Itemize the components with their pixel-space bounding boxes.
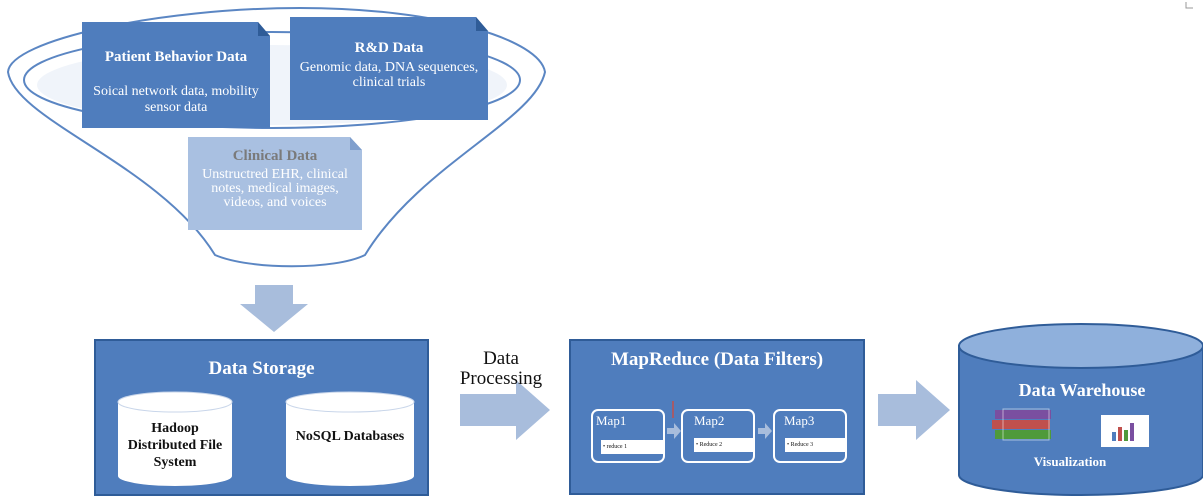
- nosql-cylinder: [285, 391, 415, 486]
- visualization-caption: Visualization: [1033, 454, 1107, 469]
- hadoop-cylinder: [117, 391, 233, 486]
- reduce1-label: reduce 1: [606, 444, 628, 450]
- rnd-data-doc: [290, 17, 488, 120]
- patient-behavior-doc: [82, 22, 270, 128]
- clinical-data-doc: [188, 137, 362, 230]
- hadoop-label: Hadoop Distributed File System: [127, 421, 223, 470]
- map3-reduce-item: • Reduce 3: [787, 442, 814, 448]
- map2-reduce-item: • Reduce 2: [696, 442, 723, 448]
- mapreduce-title: MapReduce (Data Filters): [610, 349, 824, 370]
- data-storage-title: Data Storage: [208, 358, 315, 379]
- down-arrow: [240, 285, 308, 332]
- processing-arrow: [460, 380, 550, 440]
- books-icon: [992, 408, 1051, 441]
- reduce3-label: Reduce 3: [790, 442, 814, 448]
- bar-chart-icon: [1101, 415, 1149, 447]
- warehouse-arrow: [878, 380, 950, 440]
- nosql-label: NoSQL Databases: [295, 429, 405, 444]
- data-processing-label: Data Processing: [459, 348, 543, 389]
- data-warehouse-cylinder: [958, 323, 1203, 496]
- patient-behavior-body: Soical network data, mobility sensor dat…: [93, 84, 259, 115]
- reduce2-label: Reduce 2: [699, 442, 723, 448]
- map3-label: Map3: [784, 413, 815, 428]
- clinical-data-title: Clinical Data: [232, 148, 318, 164]
- rnd-data-body: Genomic data, DNA sequences, clinical tr…: [299, 60, 479, 90]
- map-arrow-2: [758, 423, 772, 439]
- map1-label: Map1: [596, 413, 627, 428]
- funnel-inner-ring: [23, 31, 521, 129]
- data-warehouse-title: Data Warehouse: [1018, 380, 1146, 400]
- map1-reduce-item: • reduce 1: [603, 444, 628, 450]
- clinical-data-body: Unstructred EHR, clinical notes, medical…: [202, 167, 348, 210]
- map2-label: Map2: [694, 413, 725, 428]
- patient-behavior-title: Patient Behavior Data: [104, 49, 248, 65]
- corner-mark: [1185, 2, 1193, 9]
- rnd-data-title: R&D Data: [354, 40, 424, 56]
- map-arrow-1: [667, 423, 681, 439]
